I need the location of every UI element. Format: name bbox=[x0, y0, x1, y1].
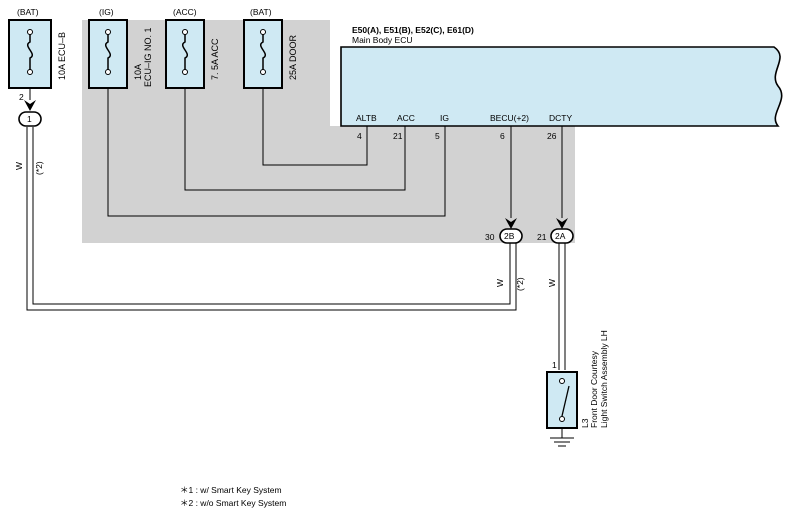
wire-color-w-dcty: W bbox=[547, 279, 557, 287]
fuse-icon bbox=[105, 32, 111, 72]
wire-door-altb bbox=[262, 88, 368, 166]
note-1: ＊1 : w/ Smart Key System bbox=[180, 485, 282, 495]
ecu-pin-num-6: 6 bbox=[500, 131, 505, 141]
fuse-label-25a-door: 25A DOOR bbox=[288, 34, 298, 80]
ecu-pin-name-becu: BECU(+2) bbox=[490, 113, 529, 123]
fuse-icon bbox=[260, 32, 266, 72]
power-label-ig: (IG) bbox=[99, 7, 114, 17]
harness-w-left-inner bbox=[32, 127, 511, 305]
ecu-pin-num-26: 26 bbox=[547, 131, 557, 141]
wire-ig bbox=[107, 88, 446, 217]
wire-acc bbox=[184, 88, 406, 191]
ecu-pin-num-21: 21 bbox=[393, 131, 403, 141]
ecu-pin-name-altb: ALTB bbox=[356, 113, 377, 123]
connector-1: 1 2 bbox=[18, 92, 42, 127]
ecu-pin-name-dcty: DCTY bbox=[549, 113, 572, 123]
ecu-connector-codes: E50(A), E51(B), E52(C), E61(D) bbox=[352, 25, 474, 35]
wire-note-left: (*2) bbox=[34, 161, 44, 175]
fuse-icon bbox=[27, 32, 33, 72]
ecu-shaded-area bbox=[82, 20, 575, 243]
note-2: ＊2 : w/o Smart Key System bbox=[180, 498, 286, 508]
ecu-name: Main Body ECU bbox=[352, 35, 412, 45]
wires bbox=[26, 88, 566, 438]
switch-pin-1: 1 bbox=[552, 360, 557, 370]
fuse-7-5a-acc bbox=[165, 19, 205, 89]
wire-color-w-right: W bbox=[495, 279, 505, 287]
ecu-pin-num-5: 5 bbox=[435, 131, 440, 141]
connector-2b-pin: 30 bbox=[485, 232, 495, 242]
connector-2a-label: 2A bbox=[555, 231, 566, 241]
switch-name-line-1: Front Door Courtesy bbox=[589, 350, 599, 428]
fuse-10a-ecu-ig bbox=[88, 19, 128, 89]
wire-color-w-left: W bbox=[14, 162, 24, 170]
ecu-pin-num-4: 4 bbox=[357, 131, 362, 141]
fuse-label-7-5a-acc: 7. 5A ACC bbox=[210, 38, 220, 80]
wire-note-right: (*2) bbox=[515, 277, 525, 291]
main-body-ecu-box bbox=[340, 46, 783, 127]
ecu-pin-name-ig: IG bbox=[440, 113, 449, 123]
connector-2a: 2A 21 bbox=[537, 228, 574, 244]
connector-1-pin: 2 bbox=[19, 92, 24, 102]
arrow-down-icon bbox=[556, 218, 568, 229]
connector-2a-pin: 21 bbox=[537, 232, 547, 242]
fuse-label-10a: 10A bbox=[133, 64, 143, 80]
harness-w-left-outer bbox=[26, 127, 517, 311]
fuse-label-10a-ecu-b: 10A ECU–B bbox=[57, 32, 67, 80]
fuse-25a-door bbox=[243, 19, 283, 89]
connector-2b: 2B 30 bbox=[485, 228, 523, 244]
arrow-down-icon bbox=[505, 218, 517, 229]
fuse-10a-ecu-b bbox=[8, 19, 52, 89]
switch-code: L3 bbox=[580, 418, 590, 428]
power-label-bat-1: (BAT) bbox=[17, 7, 39, 17]
power-label-bat-2: (BAT) bbox=[250, 7, 272, 17]
power-label-acc: (ACC) bbox=[173, 7, 197, 17]
fuse-icon bbox=[182, 32, 188, 72]
arrow-down-icon bbox=[24, 100, 36, 111]
fuse-label-ecu-ig-no1: ECU–IG NO. 1 bbox=[143, 27, 153, 87]
ecu-pin-name-acc: ACC bbox=[397, 113, 415, 123]
ground-icon bbox=[550, 437, 574, 447]
switch-name-line-2: Light Switch Assembly LH bbox=[599, 330, 609, 428]
switch-contact-icon bbox=[561, 385, 570, 417]
connector-1-label: 1 bbox=[27, 114, 32, 124]
door-courtesy-switch: 1 bbox=[546, 360, 578, 429]
connector-2b-label: 2B bbox=[504, 231, 515, 241]
